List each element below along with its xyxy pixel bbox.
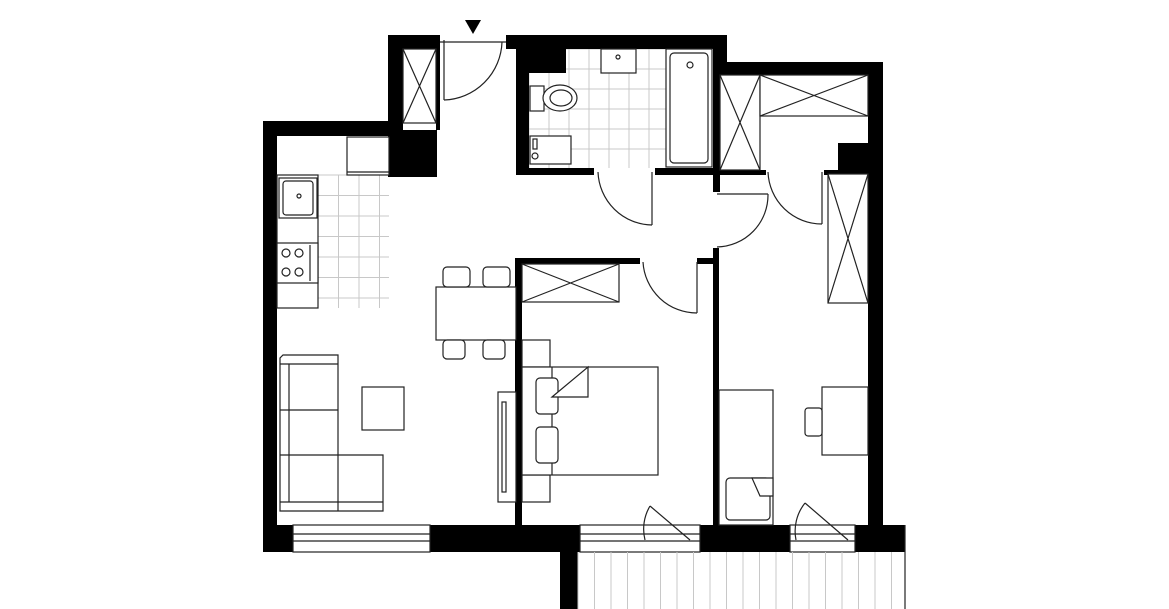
toilet — [529, 84, 578, 112]
closet-bedroom — [521, 263, 620, 303]
bedroom-furniture — [521, 339, 659, 503]
wall-left — [263, 121, 277, 552]
stove — [276, 242, 319, 284]
washbasin — [600, 48, 637, 74]
sofa — [279, 354, 384, 512]
bathtub — [665, 48, 713, 168]
nightstand — [521, 339, 551, 368]
closet-storage-horizontal — [759, 74, 869, 117]
window-right-room — [789, 524, 856, 553]
walls — [263, 35, 905, 609]
coffee-table — [361, 386, 405, 431]
wall-bottom — [263, 525, 293, 552]
wall-bedroom-top — [515, 258, 640, 264]
wall-column — [389, 130, 437, 177]
right-room-furniture — [718, 386, 869, 526]
wall-entry-closet-top — [388, 35, 440, 49]
dining-table — [435, 266, 517, 360]
tv-stand — [497, 391, 517, 503]
wall-kitchen-top — [263, 121, 390, 136]
bathroom-door[interactable] — [597, 171, 653, 226]
balcony-door-right-room[interactable] — [794, 502, 849, 541]
closet-storage-vertical — [719, 74, 761, 171]
wall-bathroom-right — [713, 62, 720, 192]
doors[interactable] — [440, 20, 849, 541]
wall-bathroom-left — [516, 35, 529, 175]
bathroom-fixtures — [529, 48, 713, 168]
window-bedroom — [579, 524, 701, 553]
fridge — [346, 136, 390, 176]
washing-machine — [529, 135, 572, 165]
wall-bedroom-left — [515, 258, 522, 528]
sink — [278, 177, 318, 219]
wall-bathroom-top — [506, 35, 727, 49]
armchair — [725, 477, 774, 521]
wall-bathroom-bottom — [516, 168, 594, 175]
closet-right-room — [827, 173, 869, 304]
triangle-down-icon — [465, 20, 481, 34]
balcony-door-bedroom[interactable] — [643, 505, 691, 541]
desk-chair — [804, 407, 823, 437]
wall-balcony — [560, 552, 578, 609]
kitchen — [276, 136, 390, 309]
bedroom-door[interactable] — [642, 261, 698, 314]
wall-right — [868, 62, 883, 532]
desk — [821, 386, 869, 456]
nightstand — [521, 474, 551, 503]
balcony — [577, 525, 906, 609]
kitchen-counter — [276, 174, 319, 309]
right-room-door[interactable] — [716, 193, 769, 248]
window-living — [292, 524, 431, 553]
bed — [521, 365, 659, 476]
closet-entry — [402, 48, 437, 124]
closets — [402, 48, 869, 304]
living-furniture — [279, 266, 517, 512]
windows — [292, 524, 856, 553]
storage-door[interactable] — [767, 171, 823, 225]
wall-storage-top — [713, 62, 883, 75]
wall-right-room-left — [713, 248, 719, 528]
entry-door[interactable] — [440, 40, 506, 101]
